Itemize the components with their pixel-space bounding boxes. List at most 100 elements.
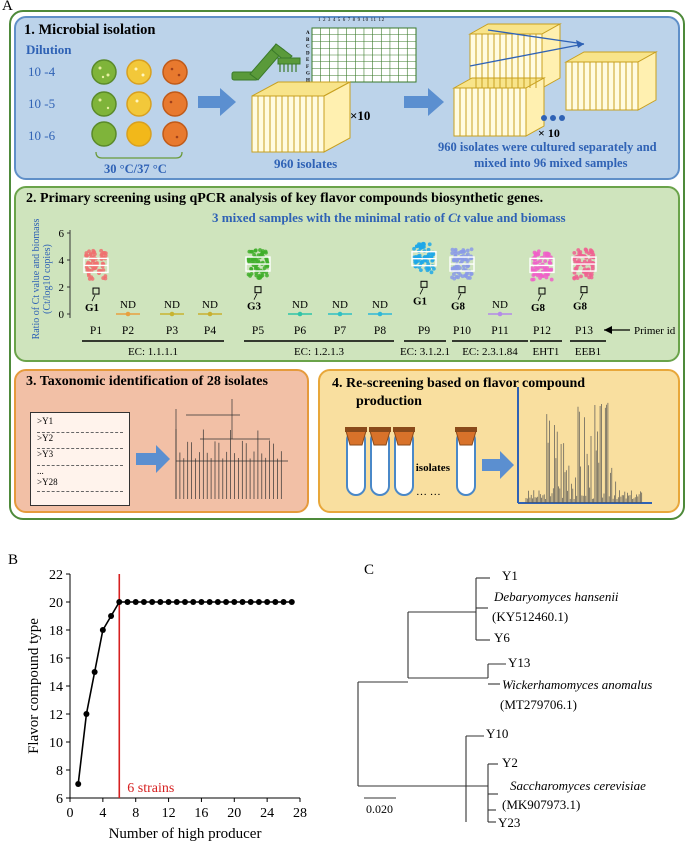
dilution-row-3: 10 -6 xyxy=(28,128,56,143)
plate-row-label: H xyxy=(306,78,310,83)
qpcr-primer-label: P1 xyxy=(90,325,102,337)
qpcr-point xyxy=(258,275,263,280)
qpcr-point xyxy=(414,244,419,249)
qpcr-point xyxy=(426,254,430,259)
qpcr-primer-label: P4 xyxy=(204,325,216,337)
temperature-label: 30 °C/37 °C xyxy=(104,162,167,176)
tree-scale-label: 0.020 xyxy=(366,802,393,816)
qpcr-point xyxy=(538,276,542,280)
qpcr-point xyxy=(246,258,251,263)
qpcr-point xyxy=(467,276,472,280)
qpcr-point xyxy=(426,247,431,252)
chart-b-point xyxy=(272,599,279,605)
qpcr-scatter-chart: 0246G1P1NDP2NDP3NDP4G3P5NDP6NDP7NDP8G1P9… xyxy=(59,228,676,358)
qpcr-min-marker xyxy=(458,286,466,294)
qpcr-point xyxy=(548,268,553,273)
ec-group-label: EC: 1.1.1.1 xyxy=(128,346,178,358)
step4-title-2: production xyxy=(356,394,422,409)
qpcr-nd-point xyxy=(297,311,303,317)
step3-title: 3. Taxonomic identification of 28 isolat… xyxy=(26,374,268,389)
step4-graphics xyxy=(345,387,652,504)
chart-b-x-tick-label: 24 xyxy=(260,806,274,821)
dilution-row-2: 10 -5 xyxy=(28,96,56,111)
qpcr-point-label: G1 xyxy=(85,302,99,314)
panel-label-a: A xyxy=(2,0,13,14)
qpcr-point xyxy=(590,264,595,269)
qpcr-point-label: G8 xyxy=(531,302,546,314)
chart-b-point xyxy=(231,599,238,605)
qpcr-primer-label: P12 xyxy=(533,325,551,337)
qpcr-point xyxy=(418,268,423,273)
qpcr-point xyxy=(101,268,106,273)
qpcr-point xyxy=(461,264,466,269)
qpcr-point xyxy=(249,256,254,261)
qpcr-nd-label: ND xyxy=(492,299,508,311)
qpcr-point xyxy=(265,273,269,278)
qpcr-nd-point xyxy=(125,311,131,317)
qpcr-point xyxy=(579,274,583,279)
arrow-right-icon xyxy=(136,445,170,473)
chart-b-y-tick-label: 8 xyxy=(56,764,63,779)
qpcr-primer-label: P2 xyxy=(122,325,134,337)
tree-species-2: Wickerhamomyces anomalus xyxy=(502,677,653,692)
qpcr-point xyxy=(246,272,251,277)
chart-b-y-tick-label: 6 xyxy=(56,792,63,807)
phylogenetic-tree xyxy=(357,577,506,823)
plate-row-label: C xyxy=(306,45,310,50)
arrow-right-icon xyxy=(482,451,514,479)
plate-row-label: F xyxy=(306,65,309,70)
more-dots-icon xyxy=(541,115,565,121)
qpcr-point xyxy=(265,264,270,269)
chart-b-series-line xyxy=(77,601,292,785)
step2-box xyxy=(14,186,680,362)
qpcr-point xyxy=(466,263,471,268)
qpcr-label-arrow xyxy=(579,293,584,300)
qpcr-nd-point xyxy=(337,311,343,317)
qpcr-point xyxy=(538,273,543,277)
tree-leaf-y10: Y10 xyxy=(486,726,509,741)
step2-subtitle: 3 mixed samples with the minimal ratio o… xyxy=(212,210,566,226)
arrow-right-icon xyxy=(404,88,444,116)
chart-b-point xyxy=(140,599,147,605)
qpcr-nd-label: ND xyxy=(372,299,388,311)
chart-b-x-tick-label: 12 xyxy=(162,806,176,821)
qpcr-point xyxy=(531,277,536,282)
tree-branches xyxy=(357,577,506,823)
chart-b-point xyxy=(247,599,254,605)
qpcr-label-arrow xyxy=(537,294,542,302)
chart-b-point xyxy=(214,599,221,605)
chart-b-point xyxy=(190,599,197,605)
chart-b-x-tick-label: 28 xyxy=(293,806,307,821)
qpcr-y-tick-label: 4 xyxy=(59,255,65,267)
dilution-row-1: 10 -4 xyxy=(28,64,56,79)
panel-label-b: B xyxy=(8,552,19,568)
qpcr-point xyxy=(420,260,425,264)
qpcr-point xyxy=(538,259,542,264)
step4-title-1: 4. Re-screening based on flavor compound xyxy=(332,376,586,391)
chart-b-point xyxy=(157,599,164,605)
qpcr-nd-label: ND xyxy=(164,299,180,311)
qpcr-point xyxy=(456,251,461,255)
qpcr-label-arrow xyxy=(457,293,462,300)
qpcr-point xyxy=(584,273,589,278)
seq-item: >Y28 xyxy=(37,477,58,487)
tree-accession-2: (MT279706.1) xyxy=(500,697,577,712)
cultured-caption-1: 960 isolates were cultured separately an… xyxy=(438,140,657,154)
tree-species-1: Debaryomyces hansenii xyxy=(494,589,619,604)
chart-b-y-label: Flavor compound type xyxy=(26,618,42,754)
tube-cap xyxy=(393,430,415,446)
qpcr-point xyxy=(572,276,577,281)
qpcr-point-label: G8 xyxy=(573,301,588,313)
robot-arm-icon xyxy=(231,43,301,81)
qpcr-nd-point xyxy=(169,311,175,317)
tube-cap xyxy=(345,430,367,446)
chart-b-point xyxy=(264,599,271,605)
qpcr-point xyxy=(536,252,540,257)
plate-column-labels: 1 2 3 4 5 6 7 8 9 10 11 12 xyxy=(318,18,385,23)
chart-b-point xyxy=(132,599,139,605)
chart-b-x-tick-label: 20 xyxy=(227,806,241,821)
qpcr-point xyxy=(586,267,591,272)
qpcr-point xyxy=(84,253,88,258)
chart-b-point xyxy=(206,599,213,605)
